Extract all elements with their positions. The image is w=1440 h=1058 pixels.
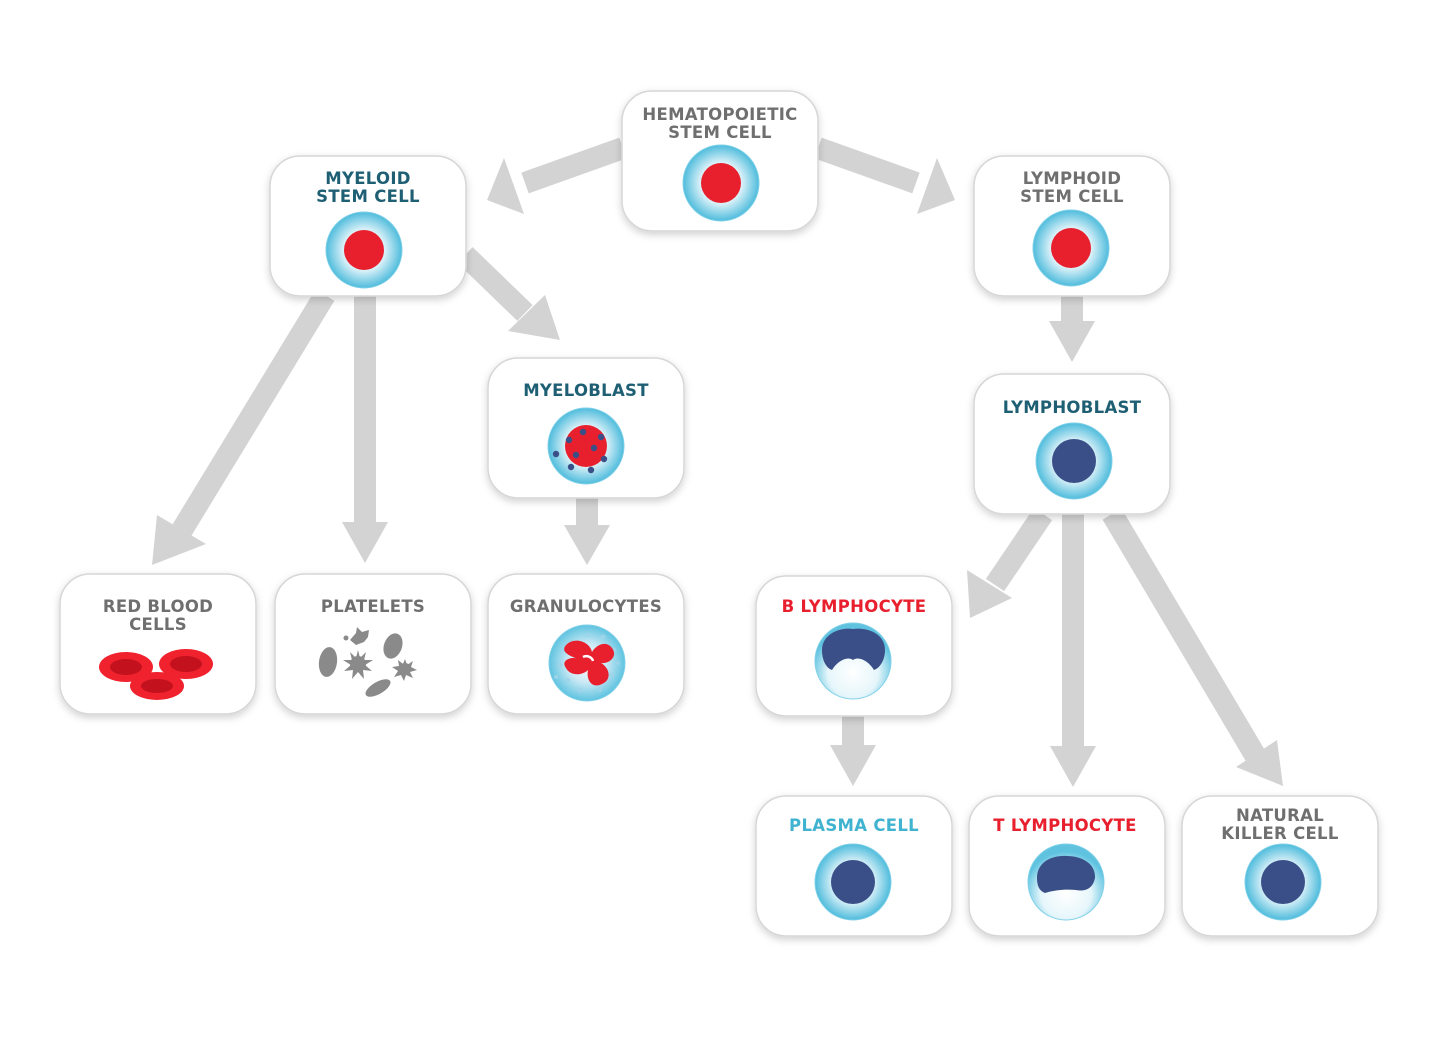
arrow-myeloblast-to-granulocytes [564,497,610,565]
title-lymphoblast: LYMPHOBLAST [1003,398,1142,417]
granulocyte-cell-icon [548,624,626,702]
node-titles: HEMATOPOIETIC STEM CELL MYELOID STEM CEL… [103,105,1339,843]
arrow-lymphoblast-to-t-lymphocyte [1050,514,1096,787]
arrow-hematopoietic-to-myeloid [487,137,627,214]
title-hematopoietic-line2: STEM CELL [668,123,772,142]
title-red-blood-cells-line1: RED BLOOD [103,597,213,616]
myeloblast-cell-icon [547,407,625,485]
platelet-spiky-2 [392,659,417,681]
title-t-lymphocyte: T LYMPHOCYTE [993,816,1136,835]
t-lymphocyte-cell-icon [1027,843,1105,921]
title-platelets: PLATELETS [321,597,425,616]
title-hematopoietic-line1: HEMATOPOIETIC [642,105,797,124]
platelets-icon [318,627,417,697]
arrow-myeloid-to-platelets [342,295,388,563]
title-nk-cell-line2: KILLER CELL [1221,824,1339,843]
red-blood-cells-icon [99,649,213,700]
title-red-blood-cells-line2: CELLS [129,615,187,634]
arrow-lymphoblast-to-b-lymphocyte [967,507,1053,618]
arrow-hematopoietic-to-lymphoid [814,137,955,214]
platelet-spiky-1 [343,650,373,679]
title-myeloid-line1: MYELOID [325,169,411,188]
b-lymphocyte-cell-icon [814,622,892,700]
lymphoblast-cell-icon [1035,422,1113,500]
platelet-spiky-3 [343,627,369,645]
title-myeloblast: MYELOBLAST [523,381,649,400]
myeloid-stem-cell-icon [325,211,403,289]
arrow-myeloid-to-myeloblast [457,247,560,340]
box-red-blood-cells [59,573,257,715]
title-b-lymphocyte: B LYMPHOCYTE [782,597,927,616]
arrows [152,137,1283,787]
title-lymphoid-line1: LYMPHOID [1023,169,1121,188]
title-plasma-cell: PLASMA CELL [789,816,919,835]
box-platelets [274,573,472,715]
cell-icons [99,144,1322,921]
arrow-b-lymphocyte-to-plasma-cell [830,716,876,786]
plasma-cell-icon [814,843,892,921]
title-granulocytes: GRANULOCYTES [510,597,662,616]
arrow-myeloid-to-red-blood-cells [152,289,335,565]
nk-cell-icon [1244,843,1322,921]
title-nk-cell-line1: NATURAL [1236,806,1324,825]
lymphoid-stem-cell-icon [1032,209,1110,287]
arrow-lymphoid-to-lymphoblast [1049,295,1095,362]
title-lymphoid-line2: STEM CELL [1020,187,1124,206]
node-boxes [59,90,1379,937]
hematopoietic-stem-cell-icon [682,144,760,222]
title-myeloid-line2: STEM CELL [316,187,420,206]
arrow-lymphoblast-to-nk-cell [1102,508,1283,786]
